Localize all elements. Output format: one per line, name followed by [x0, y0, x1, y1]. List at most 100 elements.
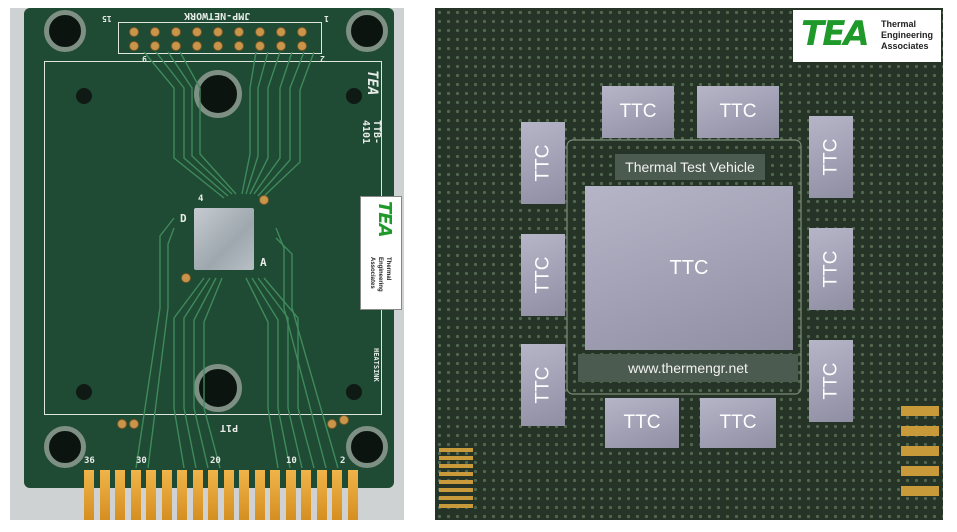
header-pad [214, 28, 222, 36]
via-hole [346, 88, 362, 104]
header-pad [130, 28, 138, 36]
edge-pin-number: 30 [136, 456, 147, 466]
header-pad [172, 42, 180, 50]
test-pad [260, 196, 268, 204]
tea-logo-card: TEA Thermal Engineering Associates [793, 10, 941, 62]
tea-logo-mark: TEA [801, 14, 870, 54]
gold-pad [901, 466, 939, 476]
trace-lines [135, 51, 339, 469]
test-pad [182, 274, 190, 282]
test-pad [340, 416, 348, 424]
test-die [194, 208, 254, 270]
header-pad [214, 42, 222, 50]
edge-finger [99, 470, 110, 520]
ttc-chip-bottom: TTC [700, 398, 776, 448]
edge-finger [208, 470, 218, 520]
edge-pin-number: 20 [210, 456, 221, 466]
tea-logo-line: Engineering [377, 257, 383, 292]
mounting-hole [194, 364, 242, 412]
tea-logo-line: Engineering [881, 30, 934, 40]
edge-finger [84, 470, 94, 520]
header-pad [130, 42, 138, 50]
edge-finger [254, 470, 265, 520]
header-pad [151, 28, 159, 36]
ttc-chip-label: TTC [820, 250, 841, 288]
ttc-chip-bottom: TTC [605, 398, 679, 448]
ttc-chip-left: TTC [521, 122, 565, 204]
gold-pad [901, 406, 939, 416]
header-pad [298, 28, 306, 36]
gold-pad [439, 472, 473, 476]
tea-logo-line: Thermal [385, 257, 391, 281]
ttc-chip-left: TTC [521, 234, 565, 316]
edge-pin-number: 36 [84, 456, 95, 466]
tea-logo-line: Associates [881, 41, 929, 51]
edge-finger [270, 470, 280, 520]
edge-finger [285, 470, 296, 520]
header-pad [277, 28, 285, 36]
board-id: TTB-4101 [360, 120, 382, 145]
header-pad [193, 28, 201, 36]
ttc-chip-label: TTC [532, 256, 553, 294]
edge-finger [223, 470, 234, 520]
mounting-hole [44, 426, 86, 468]
tea-logo-card: TEA Thermal Engineering Associates [360, 196, 402, 310]
gold-pad [439, 480, 473, 484]
ttc-chip-top: TTC [697, 86, 779, 138]
ttc-chip-label: TTC [820, 138, 841, 176]
gold-pad [901, 446, 939, 456]
edge-finger [130, 470, 141, 520]
edge-finger [115, 470, 125, 520]
header-pad [256, 42, 264, 50]
die-mark: A [260, 256, 267, 269]
gold-pad [439, 464, 473, 468]
edge-finger [332, 470, 342, 520]
via-hole [76, 384, 92, 400]
url-band: www.thermengr.net [578, 354, 798, 382]
edge-finger [301, 470, 311, 520]
edge-finger [161, 470, 172, 520]
title-band: Thermal Test Vehicle [615, 154, 765, 180]
gold-pad [901, 486, 939, 496]
gold-pad [439, 496, 473, 500]
ttc-chip-label: TTC [532, 144, 553, 182]
edge-finger [146, 470, 156, 520]
test-pad [328, 420, 336, 428]
edge-finger [177, 470, 187, 520]
mounting-hole [44, 10, 86, 52]
die-mark: D [180, 212, 187, 225]
gold-pad [439, 504, 473, 508]
edge-finger [347, 470, 358, 520]
header-pad [193, 42, 201, 50]
ttc-chip-right: TTC [809, 340, 853, 422]
right-vehicle-photo: TTC Thermal Test Vehicle www.thermengr.n… [435, 8, 943, 520]
mounting-hole [346, 10, 388, 52]
gold-pad [439, 456, 473, 460]
mounting-hole [194, 70, 242, 118]
edge-pin-number: 2 [340, 456, 346, 466]
center-ttc-chip: TTC [585, 186, 793, 350]
tea-logo-line: Thermal [881, 19, 917, 29]
gold-pad [439, 448, 473, 452]
via-hole [76, 88, 92, 104]
edge-finger [192, 470, 203, 520]
heatsink-label: HEATSINK [372, 348, 380, 382]
tea-logo-line: Associates [369, 257, 375, 289]
header-pad [172, 28, 180, 36]
die-mark: 4 [198, 194, 204, 204]
corner-logo: TEA [364, 70, 380, 96]
header-outline [118, 22, 322, 54]
gold-pad [901, 426, 939, 436]
ttc-chip-left: TTC [521, 344, 565, 426]
gold-pad [439, 488, 473, 492]
left-board-photo: JMP-NETWORK 15 1 9 2 [10, 8, 404, 520]
header-pad [235, 42, 243, 50]
ttc-chip-top: TTC [602, 86, 674, 138]
test-pad [130, 420, 138, 428]
test-pad [118, 420, 126, 428]
ttc-chip-right: TTC [809, 116, 853, 198]
mounting-hole [346, 426, 388, 468]
edge-finger [316, 470, 327, 520]
edge-finger [239, 470, 249, 520]
pcb-board: JMP-NETWORK 15 1 9 2 [24, 8, 394, 488]
